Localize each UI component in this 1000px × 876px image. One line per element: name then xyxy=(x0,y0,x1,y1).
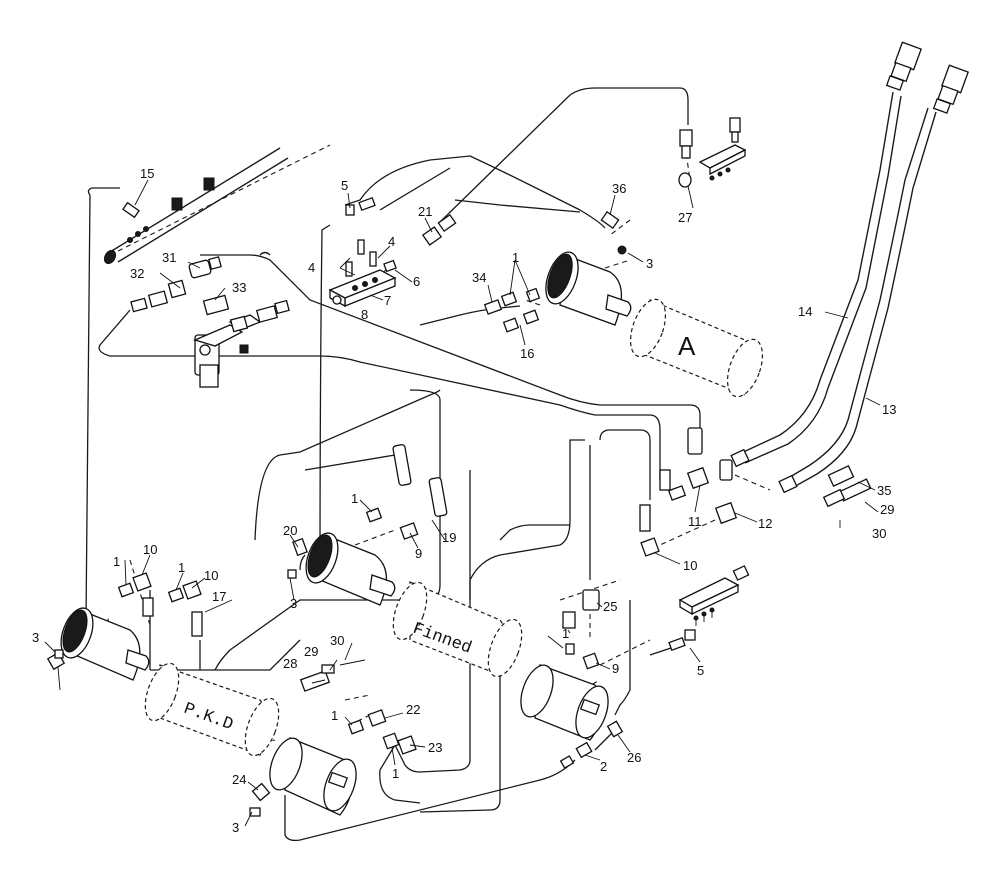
callout-1g: 1 xyxy=(392,766,399,781)
callout-30b: 30 xyxy=(872,526,886,541)
callout-17: 17 xyxy=(212,589,226,604)
callout-9b: 9 xyxy=(612,661,619,676)
callout-15: 15 xyxy=(140,166,154,181)
callout-34: 34 xyxy=(472,270,486,285)
manifold-lower-right xyxy=(678,565,750,626)
callout-1b: 1 xyxy=(351,491,358,506)
hose-14-end-fitting xyxy=(885,41,922,91)
upper-left-pipe xyxy=(103,147,289,265)
callout-29a: 29 xyxy=(304,644,318,659)
filter-fittings-31-32 xyxy=(130,256,290,333)
callout-10a: 10 xyxy=(143,542,157,557)
callout-19: 19 xyxy=(442,530,456,545)
callout-numbers: 15 31 32 33 5 4 4 6 7 8 21 34 1 16 36 3 … xyxy=(32,166,896,835)
callout-1a: 1 xyxy=(512,250,519,265)
cylinder-left xyxy=(60,607,150,681)
cylinder-upper-right xyxy=(545,251,632,326)
tank-a-label: A xyxy=(678,331,696,361)
callout-35: 35 xyxy=(877,483,891,498)
callout-6: 6 xyxy=(413,274,420,289)
callout-3a: 3 xyxy=(646,256,653,271)
hose-13-end-fitting xyxy=(932,64,969,114)
callout-2: 2 xyxy=(600,759,607,774)
fittings xyxy=(46,117,872,817)
callout-1d: 1 xyxy=(178,560,185,575)
callout-4b: 4 xyxy=(388,234,395,249)
manifold-block-7 xyxy=(328,239,397,308)
tank-a: A xyxy=(629,298,764,398)
callout-7: 7 xyxy=(384,293,391,308)
callout-12: 12 xyxy=(758,516,772,531)
callout-21: 21 xyxy=(418,204,432,219)
callout-31: 31 xyxy=(162,250,176,265)
callout-leaders xyxy=(44,179,881,827)
callout-16a: 16 xyxy=(520,346,534,361)
cylinder-lower-right xyxy=(520,664,609,741)
callout-4a: 4 xyxy=(308,260,315,275)
callout-10c: 10 xyxy=(683,558,697,573)
callout-8: 8 xyxy=(361,307,368,322)
callout-10b: 10 xyxy=(204,568,218,583)
callout-26: 26 xyxy=(627,750,641,765)
callout-1c: 1 xyxy=(113,554,120,569)
callout-3c: 3 xyxy=(32,630,39,645)
callout-5b: 5 xyxy=(697,663,704,678)
callout-24: 24 xyxy=(232,772,246,787)
callout-22: 22 xyxy=(406,702,420,717)
callout-13: 13 xyxy=(882,402,896,417)
callout-11: 11 xyxy=(688,514,702,529)
callout-20: 20 xyxy=(283,523,297,538)
tank-pkd: P.K.D xyxy=(144,662,280,757)
callout-25: 25 xyxy=(603,599,617,614)
cylinder-lower-center xyxy=(269,737,357,816)
callout-3d: 3 xyxy=(232,820,239,835)
callout-1e: 1 xyxy=(331,708,338,723)
callout-33: 33 xyxy=(232,280,246,295)
callout-28: 28 xyxy=(283,656,297,671)
small-fittings xyxy=(46,197,872,817)
callout-5a: 5 xyxy=(341,178,348,193)
callout-27: 27 xyxy=(678,210,692,225)
callout-3b: 3 xyxy=(290,596,297,611)
callout-30a: 30 xyxy=(330,633,344,648)
manifold-27 xyxy=(678,117,747,188)
callout-23: 23 xyxy=(428,740,442,755)
callout-32: 32 xyxy=(130,266,144,281)
callout-1f: 1 xyxy=(562,626,569,641)
long-hoses xyxy=(730,41,969,494)
callout-29b: 29 xyxy=(880,502,894,517)
callout-14: 14 xyxy=(798,304,812,319)
cylinder-center xyxy=(305,532,396,606)
hose-routing xyxy=(85,87,701,842)
valve-block-33 xyxy=(193,314,262,388)
callout-9a: 9 xyxy=(415,546,422,561)
callout-36: 36 xyxy=(612,181,626,196)
tank-finned: Finned xyxy=(392,581,523,678)
